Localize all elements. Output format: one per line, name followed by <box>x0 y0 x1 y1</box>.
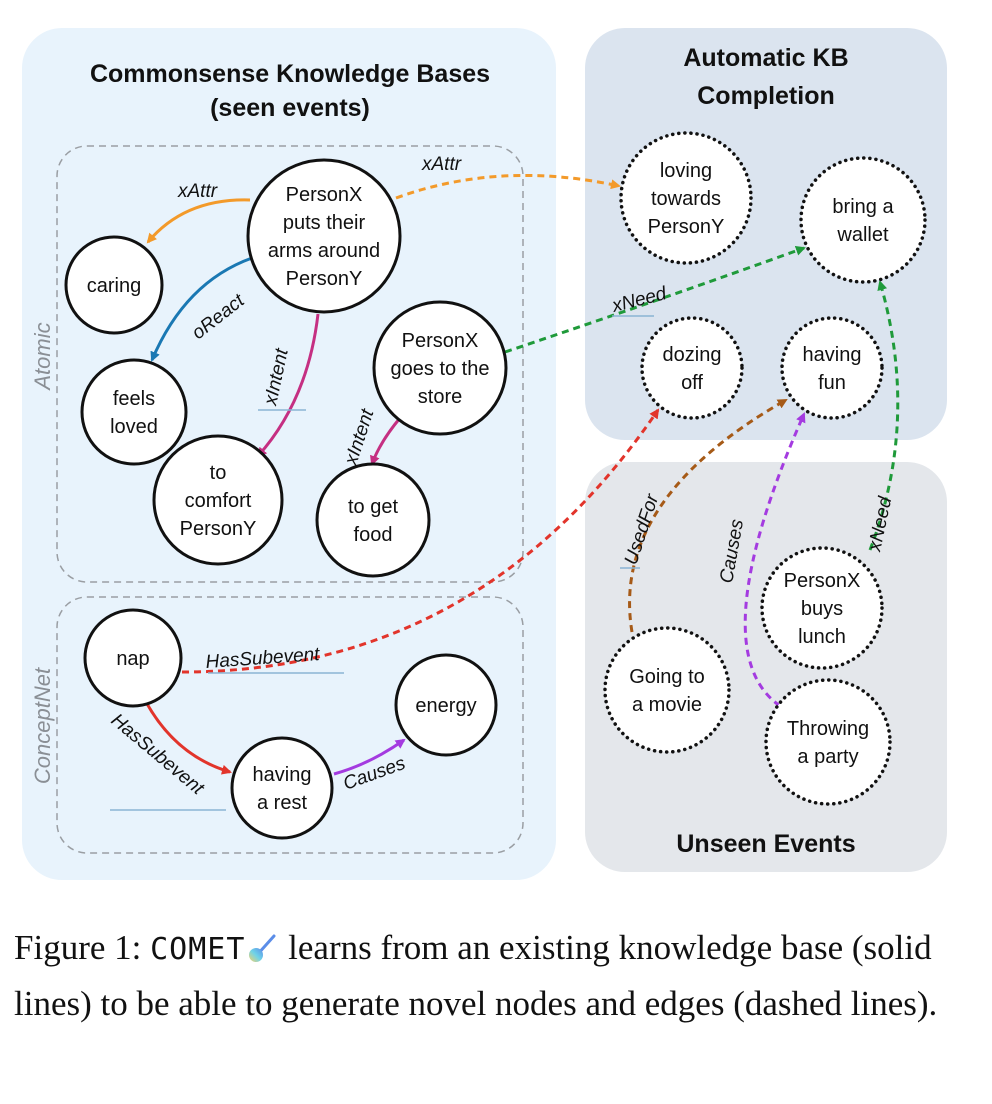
node-label-line: loving <box>660 160 712 182</box>
node-label-line: PersonY <box>648 216 725 238</box>
edge-label-xattr-caring: xAttr <box>177 181 218 202</box>
node-label-line: goes to the <box>391 358 490 380</box>
node-throwing-party: Throwing a party <box>764 678 892 806</box>
node-label-line: bring a <box>832 196 894 218</box>
node-circle <box>152 434 284 566</box>
edge-label-xattr-loving: xAttr <box>421 154 462 175</box>
node-circle <box>619 131 753 265</box>
comet-diagram: Commonsense Knowledge Bases (seen events… <box>22 28 947 880</box>
node-label-line: having <box>803 344 862 366</box>
comet-icon <box>247 926 277 978</box>
node-circle <box>372 300 508 436</box>
node-label-line: food <box>354 524 393 546</box>
node-label-line: to <box>210 462 227 484</box>
node-label-line: store <box>418 386 462 408</box>
node-circle <box>640 316 744 420</box>
node-get-food: to get food <box>315 462 431 578</box>
node-label-line: puts their <box>283 212 366 234</box>
node-label-line: Throwing <box>787 718 869 740</box>
node-label-line: loved <box>110 416 158 438</box>
node-circle <box>760 546 884 670</box>
node-label-line: PersonX <box>784 570 861 592</box>
node-label-line: feels <box>113 388 155 410</box>
node-label-line: arms around <box>268 240 380 262</box>
atomic-group-label: Atomic <box>30 322 55 391</box>
edge-xintent-food <box>370 417 402 466</box>
kb-panel-title-line2: (seen events) <box>210 94 370 122</box>
node-having-rest: having a rest <box>230 736 334 840</box>
node-circle <box>83 608 183 708</box>
conceptnet-group-label: ConceptNet <box>30 667 55 784</box>
node-label-line: PersonY <box>286 268 363 290</box>
node-label-line: PersonX <box>286 184 363 206</box>
node-going-movie: Going to a movie <box>603 626 731 754</box>
node-label-line: nap <box>116 648 149 670</box>
node-circle <box>80 358 188 466</box>
node-label-line: PersonY <box>180 518 257 540</box>
node-circle <box>603 626 731 754</box>
edge-causes-energy <box>333 738 406 776</box>
node-label-line: dozing <box>663 344 722 366</box>
node-circle <box>315 462 431 578</box>
caption-prefix: Figure 1: <box>14 928 151 967</box>
node-label-line: a rest <box>257 792 307 814</box>
node-label-line: fun <box>818 372 846 394</box>
edge-oreact <box>150 256 253 362</box>
node-label-line: caring <box>87 275 141 297</box>
node-having-fun: having fun <box>780 316 884 420</box>
node-label-line: PersonX <box>402 330 479 352</box>
node-label-line: energy <box>415 695 476 717</box>
node-circle <box>764 678 892 806</box>
edge-xintent-comfort <box>256 313 320 458</box>
label-underlines <box>110 315 654 811</box>
comet-name: COMET <box>150 932 246 967</box>
node-label-line: a party <box>797 746 858 768</box>
unseen-panel-title: Unseen Events <box>676 830 855 858</box>
node-label-line: to get <box>348 496 398 518</box>
node-buys-lunch: PersonX buys lunch <box>760 546 884 670</box>
edge-hassubevent-dozing <box>181 408 660 674</box>
figure-caption: Figure 1: COMET learns from an existing … <box>14 922 980 1030</box>
node-caring: caring <box>64 235 164 335</box>
node-label-line: a movie <box>632 694 702 716</box>
node-bring-wallet: bring a wallet <box>799 156 927 284</box>
node-circle <box>246 158 402 314</box>
node-circle <box>64 235 164 335</box>
edge-xattr-caring <box>146 198 251 244</box>
completion-panel-title-line2: Completion <box>697 82 835 110</box>
edge-hassubevent-rest <box>144 701 232 775</box>
node-label-line: Going to <box>629 666 705 688</box>
atomic-group-box <box>56 145 524 583</box>
completion-panel-title-line1: Automatic KB <box>683 44 848 72</box>
edge-xneed-lunch <box>868 280 900 551</box>
node-dozing-off: dozing off <box>640 316 744 420</box>
edge-causes-fun <box>743 412 806 708</box>
edge-xattr-loving <box>395 174 621 200</box>
node-label-line: buys <box>801 598 843 620</box>
node-circle <box>780 316 884 420</box>
node-feels-loved: feels loved <box>80 358 188 466</box>
edge-xneed-wallet <box>504 246 806 354</box>
node-label-line: comfort <box>185 490 252 512</box>
node-circle <box>394 653 498 757</box>
node-label-line: wallet <box>836 224 889 246</box>
node-label-line: lunch <box>798 626 846 648</box>
node-label-line: off <box>681 372 703 394</box>
node-goes-store: PersonX goes to the store <box>372 300 508 436</box>
node-circle <box>799 156 927 284</box>
kb-panel-title-line1: Commonsense Knowledge Bases <box>90 60 490 88</box>
node-label-line: having <box>253 764 312 786</box>
node-circle <box>230 736 334 840</box>
node-nap: nap <box>83 608 183 708</box>
node-energy: energy <box>394 653 498 757</box>
caption-text: learns from an existing knowledge base (… <box>14 928 938 1023</box>
node-label-line: towards <box>651 188 721 210</box>
